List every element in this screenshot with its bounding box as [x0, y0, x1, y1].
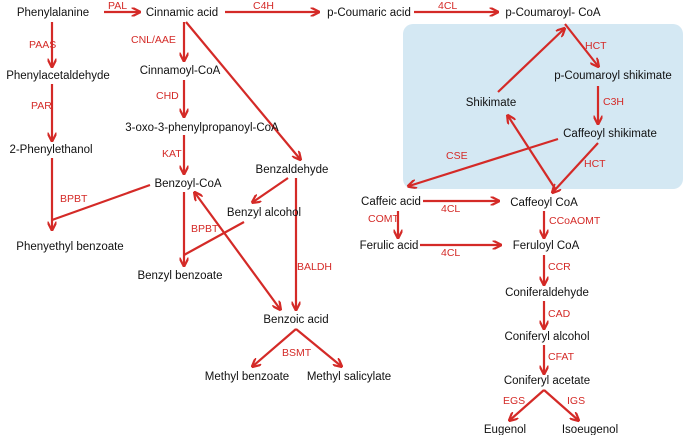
arrow-benzoic-methylbenzoate: [253, 328, 297, 366]
enzyme-bpbt-mid: BPBT: [191, 223, 219, 235]
compound-isoeugenol: Isoeugenol: [562, 424, 618, 435]
arrow-caffeoylshikimate-caffeoylcoa: [553, 142, 599, 192]
enzyme-cnl-aae: CNL/AAE: [131, 34, 176, 46]
arrow-benzaldehyde-benzylalcohol: [253, 177, 289, 202]
compound-coniferyl-alcohol: Coniferyl alcohol: [504, 331, 589, 343]
enzyme-cse: CSE: [446, 150, 468, 162]
compound-ferulic-acid: Ferulic acid: [360, 240, 419, 252]
arrow-cse: [409, 137, 559, 186]
arrow-cinnamic-to-benzaldehyde: [185, 21, 300, 159]
compound-eugenol: Eugenol: [484, 424, 526, 435]
compound-p-coumaroyl-shikimate: p-Coumaroyl shikimate: [554, 70, 672, 82]
arrow-benzoic-methylsalicylate: [295, 328, 341, 366]
compound-p-coumaric-acid: p-Coumaric acid: [327, 7, 411, 19]
enzyme-ccoaomt: CCoAOMT: [549, 215, 601, 227]
enzyme-igs: IGS: [567, 395, 585, 407]
arrow-shikimate-up: [497, 29, 564, 93]
compound-cinnamic-acid: Cinnamic acid: [146, 7, 218, 19]
enzyme-kat: KAT: [162, 148, 182, 160]
enzyme-labels: PAL C4H 4CL PAAS CNL/AAE HCT PAR CHD C3H…: [29, 0, 624, 407]
pathway-arrows: [52, 12, 598, 420]
enzyme-pal: PAL: [108, 0, 127, 12]
enzyme-4cl-caffeic: 4CL: [441, 203, 460, 215]
enzyme-hct-top: HCT: [585, 40, 607, 52]
arrow-hct-bottom: [508, 116, 557, 191]
compound-caffeoyl-coa: Caffeoyl CoA: [510, 197, 578, 209]
compound-p-coumaroyl-coa: p-Coumaroyl- CoA: [505, 7, 601, 19]
compound-benzaldehyde: Benzaldehyde: [256, 164, 329, 176]
arrow-hct-top: [564, 23, 598, 66]
enzyme-bsmt: BSMT: [282, 347, 312, 359]
compound-benzyl-alcohol: Benzyl alcohol: [227, 207, 301, 219]
enzyme-cfat: CFAT: [548, 351, 575, 363]
compound-shikimate: Shikimate: [466, 97, 517, 109]
compound-coniferaldehyde: Coniferaldehyde: [505, 287, 589, 299]
enzyme-c4h: C4H: [253, 0, 274, 12]
enzyme-4cl-top: 4CL: [438, 0, 457, 12]
arrow-igs: [543, 389, 578, 420]
compound-caffeic-acid: Caffeic acid: [361, 196, 421, 208]
compound-benzoic-acid: Benzoic acid: [263, 314, 328, 326]
compound-labels: Phenylalanine Cinnamic acid p-Coumaric a…: [6, 7, 672, 436]
compound-caffeoyl-shikimate: Caffeoyl shikimate: [563, 128, 657, 140]
enzyme-comt: COMT: [368, 213, 399, 225]
compound-methyl-salicylate: Methyl salicylate: [307, 371, 391, 383]
arrow-bpbt-left: [51, 183, 151, 222]
arrow-egs: [510, 389, 545, 420]
arrow-benzoyl-benzoic: [195, 193, 280, 309]
enzyme-c3h: C3H: [603, 96, 624, 108]
enzyme-egs: EGS: [503, 395, 525, 407]
enzyme-chd: CHD: [156, 90, 179, 102]
shikimate-shunt-box: [403, 24, 683, 189]
compound-benzoyl-coa: Benzoyl-CoA: [154, 178, 221, 190]
compound-phenylacetaldehyde: Phenylacetaldehyde: [6, 70, 110, 82]
enzyme-cad: CAD: [548, 308, 571, 320]
enzyme-paas: PAAS: [29, 39, 56, 51]
compound-methyl-benzoate: Methyl benzoate: [205, 371, 289, 383]
enzyme-par: PAR: [31, 100, 52, 112]
enzyme-bpbt-left: BPBT: [60, 193, 88, 205]
compound-3-oxo-3-phenylpropanoyl-coa: 3-oxo-3-phenylpropanoyl-CoA: [125, 122, 279, 134]
enzyme-ccr: CCR: [548, 261, 571, 273]
compound-cinnamoyl-coa: Cinnamoyl-CoA: [140, 65, 221, 77]
compound-coniferyl-acetate: Coniferyl acetate: [504, 375, 590, 387]
compound-benzyl-benzoate: Benzyl benzoate: [137, 270, 222, 282]
compound-phenylethyl-benzoate: Phenyethyl benzoate: [16, 241, 123, 253]
compound-2-phenylethanol: 2-Phenylethanol: [9, 144, 92, 156]
enzyme-baldh: BALDH: [297, 261, 332, 273]
compound-phenylalanine: Phenylalanine: [17, 7, 89, 19]
compound-feruloyl-coa: Feruloyl CoA: [513, 240, 580, 252]
enzyme-4cl-ferulic: 4CL: [441, 247, 460, 259]
enzyme-hct-bottom: HCT: [584, 158, 606, 170]
